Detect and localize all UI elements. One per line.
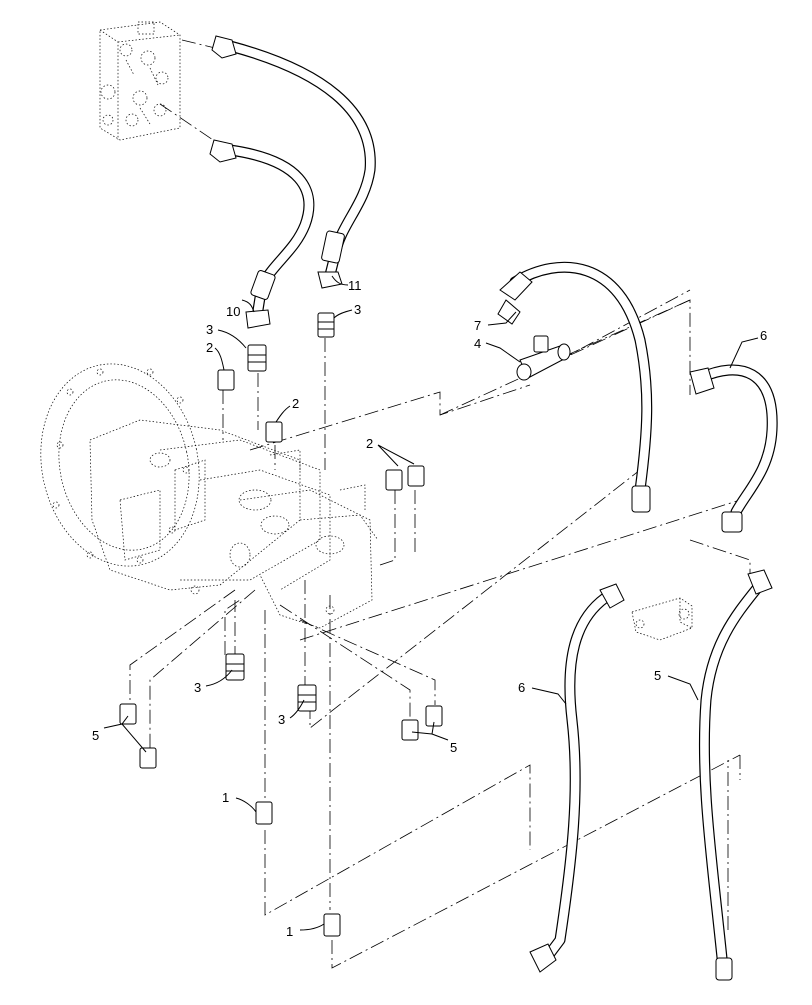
hose-4-9 [497, 261, 653, 513]
phantom-tee-block [631, 597, 693, 641]
callout-labels: 10 11 3 3 2 2 2 7 4 6 6 6 6 6 6 6 6 6 6 … [92, 278, 767, 939]
hose-10 [209, 139, 315, 329]
callout-7: 6 [518, 680, 525, 695]
callout-10: 10 [226, 304, 240, 319]
callout-5-left: 5 [92, 728, 99, 743]
callout-3-upper-left: 3 [206, 322, 213, 337]
callout-2-middle: 2 [292, 396, 299, 411]
callout-11: 11 [348, 278, 362, 293]
hose-11 [211, 35, 376, 289]
callout-2-right: 2 [366, 436, 373, 451]
adapter-fittings [119, 312, 443, 937]
phantom-control-valve [99, 21, 181, 141]
alignment-lines [129, 39, 751, 969]
hose-6 [698, 569, 773, 981]
callout-1-lower: 1 [286, 924, 293, 939]
hose-8 [689, 364, 778, 533]
tee-fitting-4 [516, 335, 571, 381]
callout-3-lower-right: 3 [278, 712, 285, 727]
callout-2-left: 2 [206, 340, 213, 355]
callout-five-right: 5 [450, 740, 457, 755]
callout-8: 6 [760, 328, 767, 343]
callout-1-upper: 1 [222, 790, 229, 805]
callout-3-upper-right: 3 [354, 302, 361, 317]
callout-leaders [103, 275, 759, 931]
callout-9: 7 [474, 318, 481, 333]
callout-3-lower-left: 3 [194, 680, 201, 695]
phantom-hydraulic-pump [40, 363, 379, 629]
callout-4: 4 [474, 336, 481, 351]
hose-7 [529, 583, 625, 973]
callout-hose-6-label: 5 [654, 668, 661, 683]
